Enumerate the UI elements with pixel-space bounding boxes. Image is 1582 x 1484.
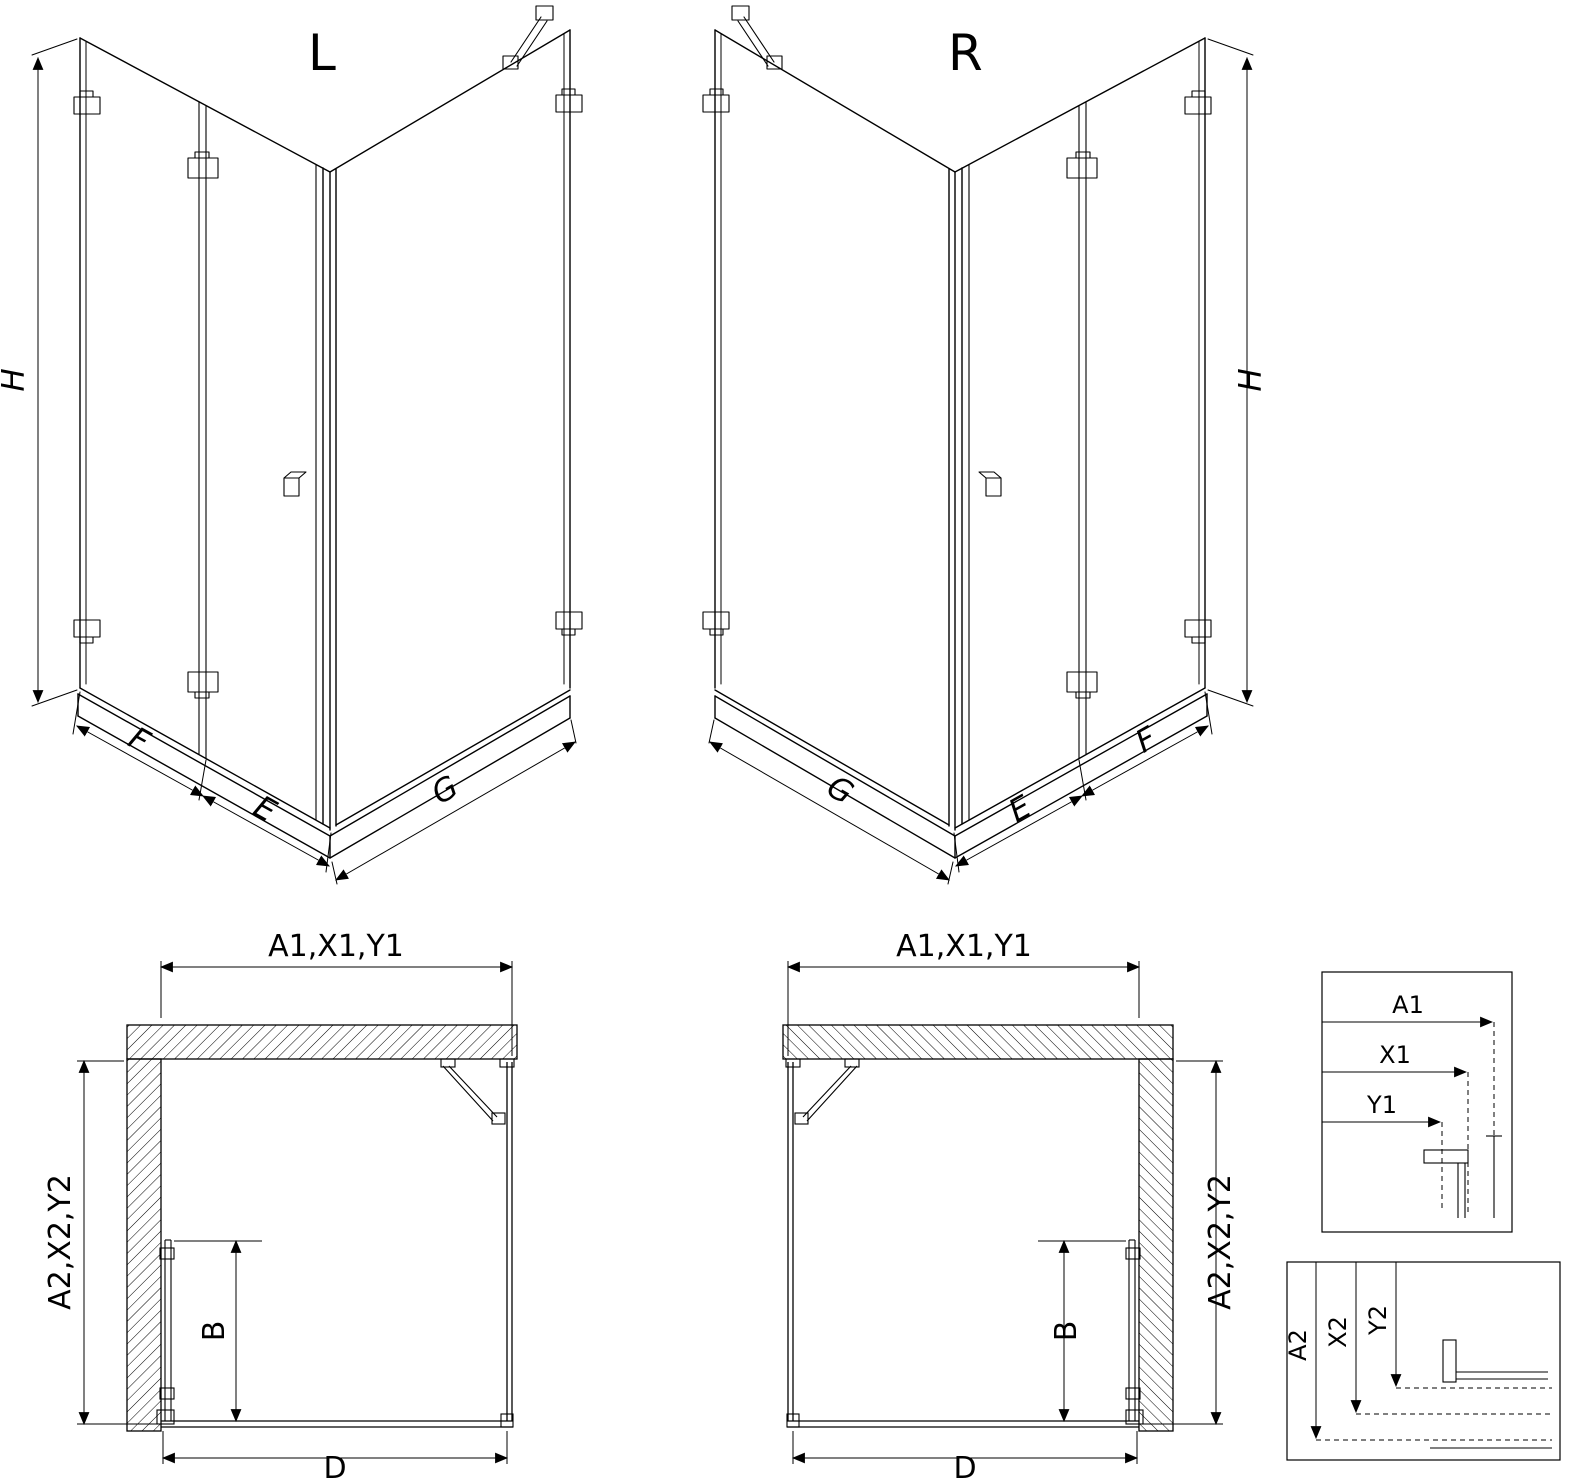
variant-label-left: L <box>308 24 336 82</box>
plan-dim-side-right: A2,X2,Y2 <box>1203 1174 1238 1310</box>
iso-view-right: R H G E F <box>703 6 1269 884</box>
variant-label-right: R <box>948 24 983 82</box>
plan-dim-side-left: A2,X2,Y2 <box>43 1174 78 1310</box>
plan-view-right: A1,X1,Y1 A2,X2,Y2 B D <box>783 929 1238 1484</box>
detail-dim-x2: X2 <box>1324 1316 1352 1348</box>
dim-label-g-right: G <box>821 769 860 812</box>
iso-line-art-right <box>703 6 1253 884</box>
detail-horizontal-dims: A1 X1 Y1 <box>1321 971 1513 1233</box>
plan-dim-d-left: D <box>323 1451 346 1484</box>
dim-label-g-left: G <box>426 769 465 812</box>
detail-dim-x1: X1 <box>1379 1041 1411 1069</box>
detail-dim-a2: A2 <box>1284 1329 1312 1361</box>
plan-view-left: A1,X1,Y1 A2,X2,Y2 B D <box>43 929 517 1484</box>
plan-dim-top-right: A1,X1,Y1 <box>896 929 1032 964</box>
detail-box-top <box>1321 971 1513 1233</box>
detail-vertical-dims: A2 X2 Y2 <box>1284 1261 1561 1461</box>
plan-dim-top-left: A1,X1,Y1 <box>268 929 404 964</box>
plan-line-art-right <box>783 961 1223 1464</box>
iso-view-left: L H F E G <box>0 6 582 884</box>
plan-line-art-left <box>77 961 517 1464</box>
dim-label-f-right: F <box>1130 720 1164 761</box>
detail-dim-y1: Y1 <box>1366 1091 1397 1119</box>
dim-label-h-right: H <box>1233 368 1269 391</box>
dim-label-h-left: H <box>0 368 32 391</box>
detail-dim-y2: Y2 <box>1364 1305 1392 1336</box>
plan-dim-b-left: B <box>197 1321 232 1342</box>
plan-dim-b-right: B <box>1049 1321 1084 1342</box>
iso-line-art-left <box>32 6 582 884</box>
detail-box-bottom <box>1286 1261 1561 1461</box>
detail-dim-a1: A1 <box>1392 991 1424 1019</box>
dim-label-f-left: F <box>122 720 156 761</box>
plan-dim-d-right: D <box>953 1451 976 1484</box>
